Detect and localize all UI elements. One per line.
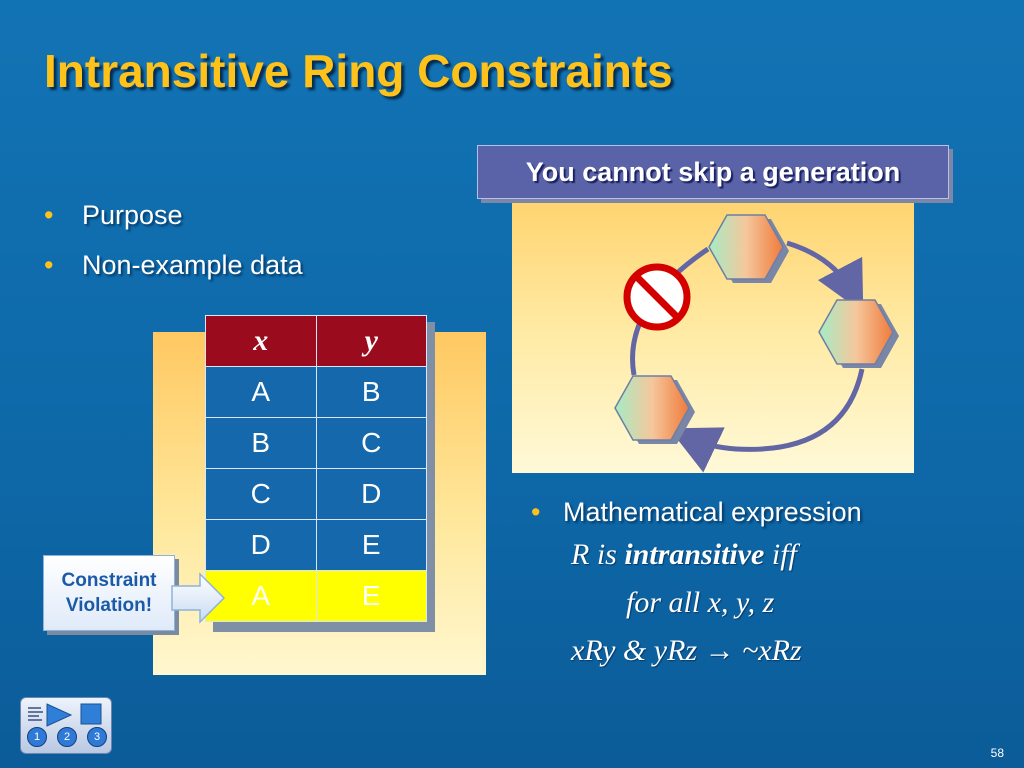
cycle-arrow-1 xyxy=(786,240,864,313)
table-header-row: x y xyxy=(205,315,427,367)
skip-generation-caption: You cannot skip a generation xyxy=(477,145,949,199)
table-row-violation: A E xyxy=(205,570,427,622)
bullet-purpose: •Purpose xyxy=(44,190,303,240)
page-number: 58 xyxy=(990,746,1004,760)
bullet-mathematical-expression: •Mathematical expression xyxy=(531,487,862,537)
math-line-3: xRy & yRz → ~xRz xyxy=(571,634,802,667)
menu-icon[interactable] xyxy=(28,707,43,721)
bullet-dot: • xyxy=(44,200,54,230)
bullet-non-example-data: •Non-example data xyxy=(44,240,303,290)
hexagon-node-left xyxy=(614,375,695,444)
prohibited-icon xyxy=(623,263,691,331)
table-row: A B xyxy=(205,366,427,418)
table-cell-x: A xyxy=(205,366,317,418)
table-cell-y: C xyxy=(315,417,427,469)
table-cell-y: B xyxy=(315,366,427,418)
callout-arrow-icon xyxy=(171,572,226,624)
column-header-y: y xyxy=(315,315,427,367)
table-cell-x: A xyxy=(205,570,317,622)
stop-icon[interactable] xyxy=(80,703,102,725)
navigation-icons xyxy=(28,703,102,727)
callout-line-2: Violation! xyxy=(65,595,153,616)
table-row: D E xyxy=(205,519,427,571)
slide-title: Intransitive Ring Constraints xyxy=(44,45,673,97)
hexagon-node-right xyxy=(818,299,899,368)
table-cell-x: C xyxy=(205,468,317,520)
math-line-2: for all x, y, z xyxy=(626,586,775,619)
nav-button-2[interactable]: 2 xyxy=(57,727,77,747)
play-icon[interactable] xyxy=(46,703,73,727)
math-line-1: R is intransitive iff xyxy=(571,538,797,571)
nav-number-buttons: 1 2 3 xyxy=(27,727,107,747)
table-cell-y: E xyxy=(315,570,427,622)
math-bullet-list: •Mathematical expression xyxy=(531,487,862,537)
bullet-dot: • xyxy=(44,250,54,280)
table-row: B C xyxy=(205,417,427,469)
table-cell-x: B xyxy=(205,417,317,469)
fact-table: x y A B B C C D D E A E xyxy=(205,315,427,622)
column-header-x: x xyxy=(205,315,317,367)
bullet-dot: • xyxy=(531,497,541,527)
implies-arrow-icon: → xyxy=(704,634,735,667)
table-cell-y: E xyxy=(315,519,427,571)
nav-button-1[interactable]: 1 xyxy=(27,727,47,747)
table-cell-x: D xyxy=(205,519,317,571)
bullet-list: •Purpose •Non-example data xyxy=(44,190,303,290)
callout-line-1: Constraint xyxy=(61,570,157,591)
table-cell-y: D xyxy=(315,468,427,520)
generation-cycle-diagram xyxy=(614,214,899,473)
nav-button-3[interactable]: 3 xyxy=(87,727,107,747)
constraint-violation-callout: Constraint Violation! xyxy=(43,555,175,631)
cycle-arrow-2 xyxy=(668,368,865,473)
table-row: C D xyxy=(205,468,427,520)
hexagon-node-top xyxy=(708,214,789,283)
